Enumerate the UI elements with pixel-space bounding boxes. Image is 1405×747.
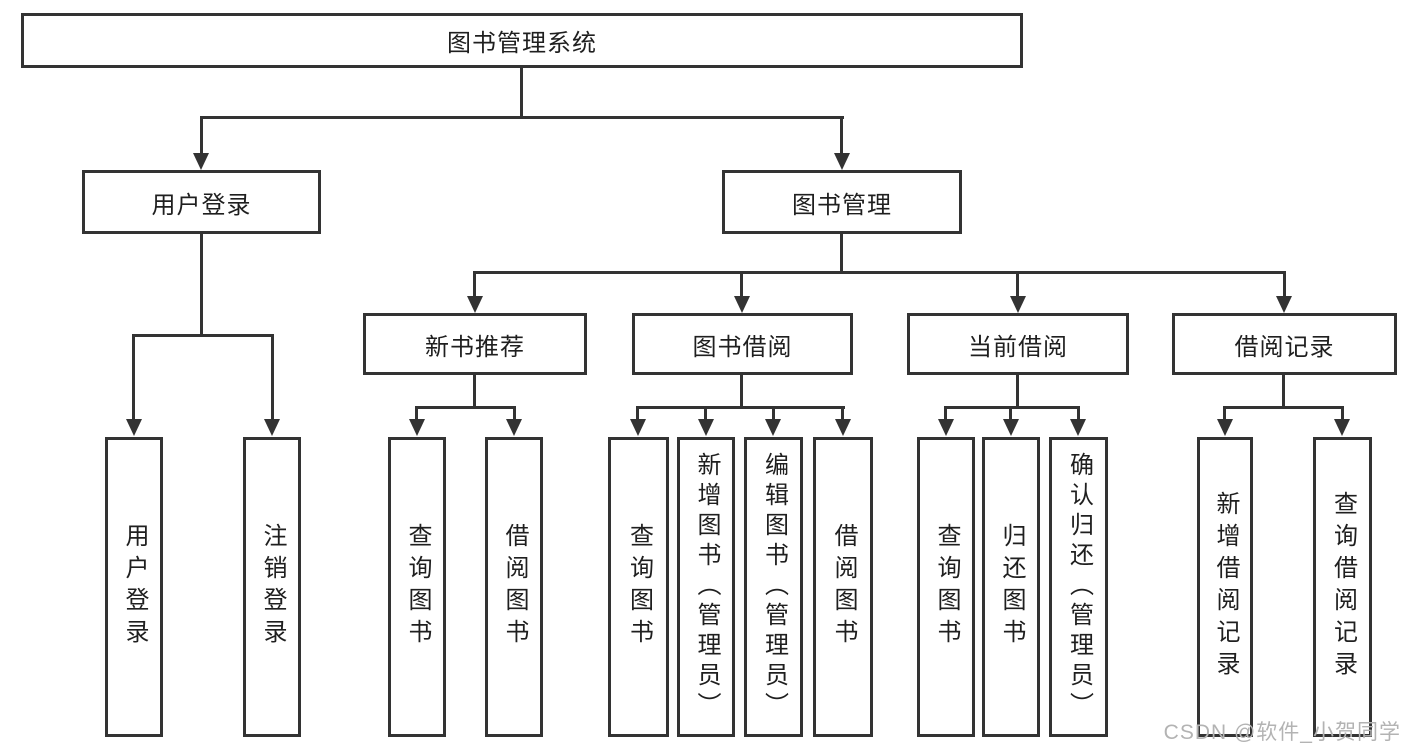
connector-line <box>1341 406 1344 422</box>
connector-line <box>840 234 843 274</box>
connector-line <box>840 116 843 156</box>
node-label: 借阅图书 <box>501 523 528 651</box>
node-leaf-borrow-book-recommend: 借阅图书 <box>485 437 543 737</box>
node-label: 归还图书 <box>998 523 1025 651</box>
arrowhead-icon <box>1010 296 1026 313</box>
arrowhead-icon <box>193 153 209 170</box>
connector-line <box>1077 406 1080 422</box>
connector-line <box>1223 406 1344 409</box>
node-label: 图书管理系统 <box>447 30 597 57</box>
node-label: 新增借阅记录 <box>1212 491 1239 683</box>
connector-line <box>473 375 476 408</box>
node-new-book-recommend: 新书推荐 <box>363 313 587 375</box>
node-library-system: 图书管理系统 <box>21 13 1023 68</box>
connector-line <box>132 334 135 422</box>
node-borrowing-records: 借阅记录 <box>1172 313 1397 375</box>
node-current-borrowing: 当前借阅 <box>907 313 1129 375</box>
connector-line <box>636 406 639 422</box>
connector-line <box>415 406 516 409</box>
connector-line <box>132 334 274 337</box>
connector-line <box>841 406 844 422</box>
node-user-login-branch: 用户登录 <box>82 170 321 234</box>
arrowhead-icon <box>698 419 714 436</box>
arrowhead-icon <box>1070 419 1086 436</box>
node-label: 查询图书 <box>404 523 431 651</box>
node-leaf-edit-book-admin: 编辑图书（管理员） <box>744 437 803 737</box>
node-label: 查询图书 <box>933 523 960 651</box>
node-book-management: 图书管理 <box>722 170 962 234</box>
connector-line <box>200 116 203 156</box>
connector-line <box>473 271 1286 274</box>
node-label: 图书借阅 <box>692 333 793 361</box>
node-label: 注销登录 <box>259 523 286 651</box>
node-label: 借阅图书 <box>830 523 857 651</box>
connector-line <box>520 68 523 118</box>
arrowhead-icon <box>1003 419 1019 436</box>
connector-line <box>513 406 516 422</box>
node-leaf-add-borrow-record: 新增借阅记录 <box>1197 437 1253 737</box>
node-label: 借阅记录 <box>1234 333 1335 361</box>
node-label: 确认归还（管理员） <box>1065 452 1093 722</box>
arrowhead-icon <box>1334 419 1350 436</box>
connector-line <box>1223 406 1226 422</box>
node-label: 新增图书（管理员） <box>693 452 720 722</box>
connector-line <box>1282 375 1285 408</box>
connector-line <box>772 406 775 422</box>
node-leaf-logout: 注销登录 <box>243 437 301 737</box>
node-label: 图书管理 <box>792 191 892 219</box>
node-leaf-add-book-admin: 新增图书（管理员） <box>677 437 735 737</box>
node-label: 新书推荐 <box>425 333 525 361</box>
node-leaf-query-book-borrow: 查询图书 <box>608 437 669 737</box>
arrowhead-icon <box>734 296 750 313</box>
arrowhead-icon <box>1276 296 1292 313</box>
connector-line <box>636 406 845 409</box>
node-label: 用户登录 <box>121 523 148 651</box>
connector-line <box>415 406 418 422</box>
arrowhead-icon <box>834 153 850 170</box>
arrowhead-icon <box>938 419 954 436</box>
node-leaf-return-book: 归还图书 <box>982 437 1040 737</box>
node-leaf-query-book-recommend: 查询图书 <box>388 437 446 737</box>
arrowhead-icon <box>409 419 425 436</box>
node-leaf-query-book-current: 查询图书 <box>917 437 975 737</box>
node-leaf-user-login: 用户登录 <box>105 437 163 737</box>
connector-line <box>200 234 203 336</box>
connector-line <box>740 271 743 299</box>
connector-line <box>1016 271 1019 299</box>
connector-line <box>200 116 844 119</box>
node-label: 查询图书 <box>625 523 653 651</box>
connector-line <box>740 375 743 408</box>
arrowhead-icon <box>1217 419 1233 436</box>
connector-line <box>1016 375 1019 408</box>
connector-line <box>704 406 707 422</box>
csdn-watermark: CSDN @软件_小贺同学 <box>1163 721 1401 744</box>
node-label: 查询借阅记录 <box>1329 491 1357 683</box>
node-leaf-query-borrow-record: 查询借阅记录 <box>1313 437 1372 737</box>
arrowhead-icon <box>264 419 280 436</box>
arrowhead-icon <box>835 419 851 436</box>
node-label: 用户登录 <box>151 191 252 219</box>
connector-line <box>1283 271 1286 299</box>
arrowhead-icon <box>630 419 646 436</box>
connector-line <box>1009 406 1012 422</box>
arrowhead-icon <box>467 296 483 313</box>
connector-line <box>473 271 476 299</box>
connector-line <box>271 334 274 422</box>
node-leaf-confirm-return-admin: 确认归还（管理员） <box>1049 437 1108 737</box>
node-label: 编辑图书（管理员） <box>760 452 788 722</box>
connector-line <box>944 406 947 422</box>
arrowhead-icon <box>126 419 142 436</box>
arrowhead-icon <box>506 419 522 436</box>
node-book-borrowing: 图书借阅 <box>632 313 853 375</box>
node-leaf-borrow-book: 借阅图书 <box>813 437 873 737</box>
node-label: 当前借阅 <box>968 333 1068 361</box>
arrowhead-icon <box>765 419 781 436</box>
connector-line <box>944 406 1080 409</box>
